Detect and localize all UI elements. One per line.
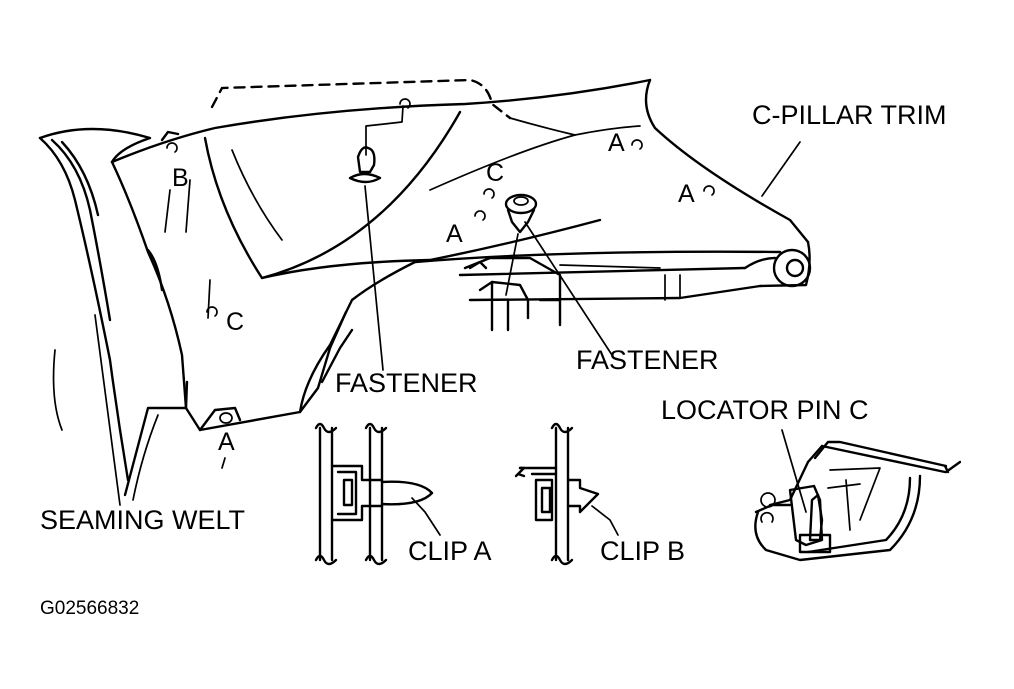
mark-c-upper: C	[486, 159, 504, 187]
clip-hole-markers	[166, 139, 715, 469]
mark-b-top: B	[172, 164, 189, 192]
upper-fastener	[348, 98, 411, 371]
middle-fastener	[504, 193, 613, 356]
c-pillar-trim-label: C-PILLAR TRIM	[752, 100, 947, 130]
fastener-left-label: FASTENER	[335, 368, 478, 398]
clip-b-label: CLIP B	[600, 536, 685, 566]
mark-a-bottom: A	[218, 428, 235, 456]
leader-lines	[94, 141, 801, 506]
figure-code: G02566832	[40, 598, 139, 619]
c-pillar-trim-panel	[38, 78, 812, 497]
mark-c-lower: C	[226, 308, 244, 336]
locator-pin-detail	[754, 429, 962, 562]
mark-a-upper-2: A	[678, 180, 695, 208]
seaming-welt-label: SEAMING WELT	[40, 505, 245, 535]
locator-pin-c-label: LOCATOR PIN C	[661, 395, 869, 425]
clip-a-label: CLIP A	[408, 536, 492, 566]
mark-a-upper-1: A	[608, 129, 625, 157]
clip-a-detail	[314, 422, 441, 566]
fastener-right-label: FASTENER	[576, 345, 719, 375]
clip-b-detail	[514, 422, 619, 566]
mark-a-middle: A	[446, 220, 463, 248]
